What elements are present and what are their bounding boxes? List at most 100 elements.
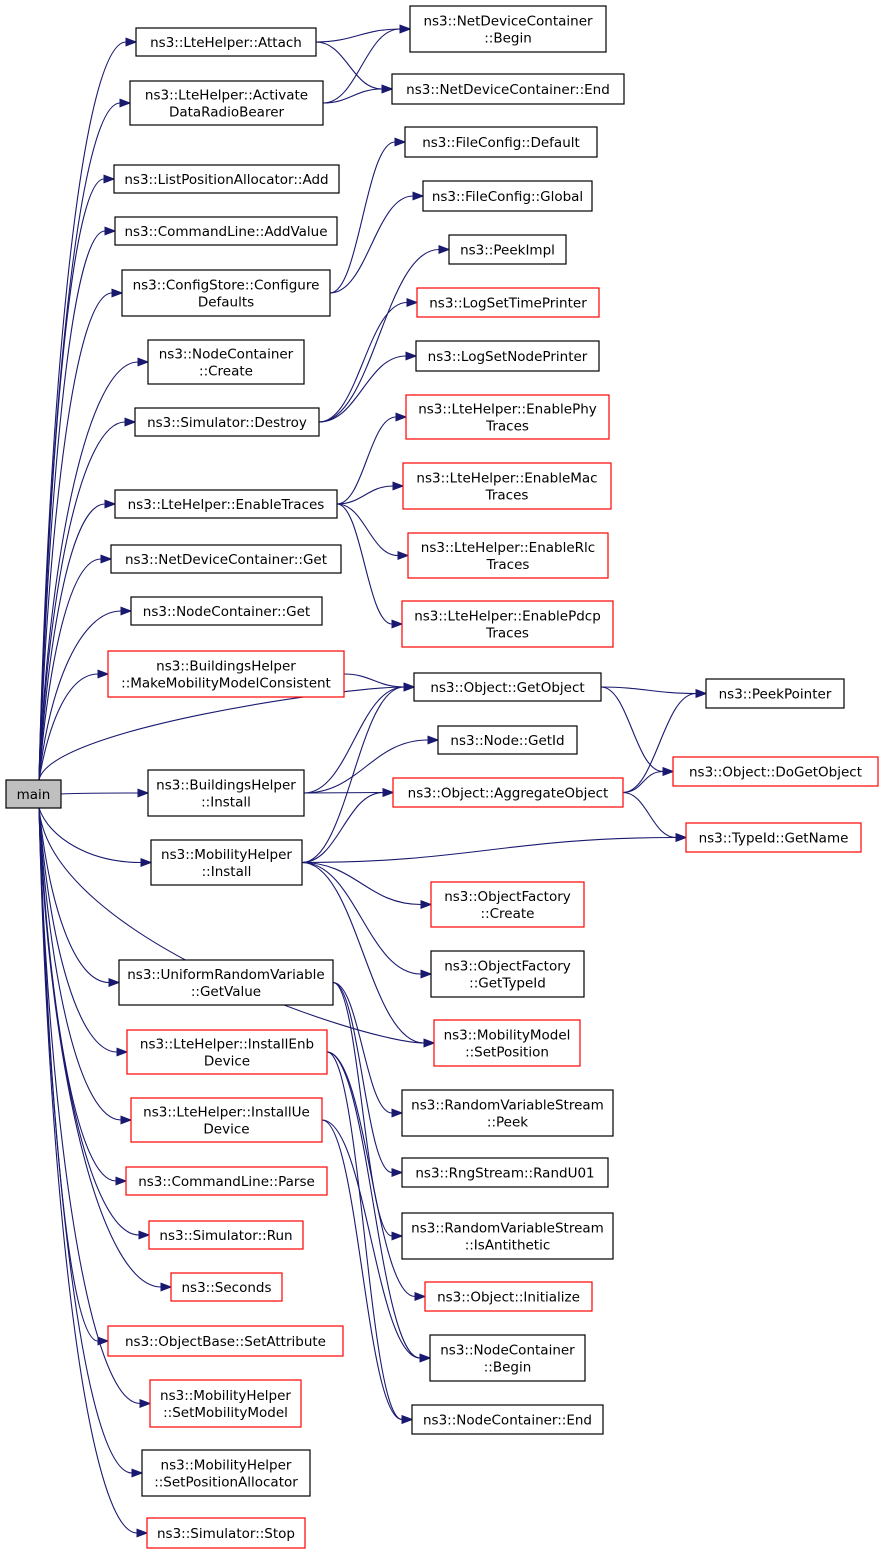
node-run[interactable]: ns3::Simulator::Run [148,1220,304,1250]
edge-binstall-to-nodegetid [303,735,440,794]
node-logtime[interactable]: ns3::LogSetTimePrinter [416,287,600,318]
node-label: ::SetPosition [465,1045,549,1061]
node-setattr[interactable]: ns3::ObjectBase::SetAttribute [107,1325,344,1357]
node-box [433,1019,581,1067]
edge-minstall-to-getobject [301,682,416,864]
node-box [401,1089,614,1137]
edge-instue-to-ncbegin [321,1119,432,1363]
node-nodegetid[interactable]: ns3::Node::GetId [437,725,578,755]
edge-instue-to-ncend [321,1119,414,1425]
node-box [147,339,305,385]
node-label: ns3::CommandLine::AddValue [124,224,327,240]
edge-main-to-seconds [38,807,173,1292]
node-box [402,462,612,510]
node-randu01[interactable]: ns3::RngStream::RandU01 [401,1157,609,1188]
node-label: ns3::PeekPointer [719,687,832,703]
edge-minstall-to-ofgettype [301,861,433,979]
node-label: ns3::LteHelper::Attach [150,35,302,51]
node-makemob[interactable]: ns3::BuildingsHelper::MakeMobilityModelC… [107,650,345,698]
node-box [401,1212,614,1260]
edge-minstall-to-aggregate [301,787,395,864]
node-minstall[interactable]: ns3::MobilityHelper::Install [150,839,303,886]
node-ndget[interactable]: ns3::NetDeviceContainer::Get [110,544,342,574]
node-box [407,532,609,579]
node-aggregate[interactable]: ns3::Object::AggregateObject [392,777,624,808]
node-box [437,725,578,755]
node-label: ::MakeMobilityModelConsistent [121,676,331,692]
node-getname[interactable]: ns3::TypeId::GetName [685,822,862,853]
edge-destroy-to-lognode [318,351,418,423]
node-stop[interactable]: ns3::Simulator::Stop [146,1517,306,1549]
edge-getobject-to-peekptr [600,686,708,699]
node-setmob[interactable]: ns3::MobilityHelper::SetMobilityModel [149,1379,302,1428]
node-setpos[interactable]: ns3::MobilityHelper::SetPositionAllocato… [141,1449,311,1497]
node-rvspeek[interactable]: ns3::RandomVariableStream::Peek [401,1089,614,1137]
node-rvsanti[interactable]: ns3::RandomVariableStream::IsAntithetic [401,1212,614,1260]
edge-urvget-to-rvspeek [332,981,404,1118]
node-label: ns3::Object::Initialize [437,1290,580,1306]
node-destroy[interactable]: ns3::Simulator::Destroy [134,407,320,437]
node-getobject[interactable]: ns3::Object::GetObject [413,672,602,702]
node-parse[interactable]: ns3::CommandLine::Parse [125,1166,328,1196]
node-label: Traces [485,488,529,504]
node-binstall[interactable]: ns3::BuildingsHelper::Install [147,769,305,817]
node-box [430,881,585,928]
node-main[interactable]: main [5,779,62,809]
node-enabletraces[interactable]: ns3::LteHelper::EnableTraces [114,489,338,519]
node-seconds[interactable]: ns3::Seconds [170,1272,283,1302]
node-box [415,340,600,372]
edge-main-to-binstall [60,788,150,798]
node-box [126,1029,328,1075]
node-fcdefault[interactable]: ns3::FileConfig::Default [404,126,598,158]
node-box [114,216,338,246]
node-mmsetpos[interactable]: ns3::MobilityModel::SetPosition [433,1019,581,1067]
node-ncbegin[interactable]: ns3::NodeContainer::Begin [429,1334,586,1382]
node-label: ::Create [481,906,535,922]
edge-attach-to-ndbegin [315,24,412,43]
node-peekptr[interactable]: ns3::PeekPointer [705,678,845,709]
node-addvalue[interactable]: ns3::CommandLine::AddValue [114,216,338,246]
node-box [135,27,317,57]
edge-main-to-enabletraces [38,499,117,781]
node-label: ns3::NodeContainer::Get [143,604,310,620]
node-initialize[interactable]: ns3::Object::Initialize [424,1281,593,1312]
node-ofcreate[interactable]: ns3::ObjectFactory::Create [430,881,585,928]
node-ofgettype[interactable]: ns3::ObjectFactory::GetTypeId [430,950,585,998]
node-label: ns3::LogSetNodePrinter [428,349,588,365]
edge-minstall-to-mmsetpos [301,861,436,1048]
node-urvget[interactable]: ns3::UniformRandomVariable::GetValue [118,959,334,1006]
node-fcglobal[interactable]: ns3::FileConfig::Global [422,180,593,212]
node-attach[interactable]: ns3::LteHelper::Attach [135,27,317,57]
node-box [430,950,585,998]
node-box [448,234,567,265]
node-box [391,73,625,105]
node-label: ns3::LteHelper::EnableTraces [128,497,325,513]
node-ndend[interactable]: ns3::NetDeviceContainer::End [391,73,625,105]
node-label: ns3::ObjectFactory [444,959,571,975]
node-label: ns3::Simulator::Destroy [147,415,307,431]
node-ncend[interactable]: ns3::NodeContainer::End [411,1404,604,1435]
node-ndbegin[interactable]: ns3::NetDeviceContainer::Begin [409,5,607,53]
node-label: ::SetMobilityModel [163,1405,288,1421]
node-peekimpl[interactable]: ns3::PeekImpl [448,234,567,265]
node-box [672,756,879,787]
node-lognode[interactable]: ns3::LogSetNodePrinter [415,340,600,372]
node-listadd[interactable]: ns3::ListPositionAllocator::Add [113,164,340,194]
edges-layer [38,24,708,1538]
node-box [411,1404,604,1435]
node-ncget[interactable]: ns3::NodeContainer::Get [130,596,323,626]
node-label: ns3::NodeContainer [159,347,294,363]
node-label: ::SetPositionAllocator [154,1475,298,1491]
node-dogetobj[interactable]: ns3::Object::DoGetObject [672,756,879,787]
edge-main-to-getobject [38,682,416,781]
node-ncreate[interactable]: ns3::NodeContainer::Create [147,339,305,385]
node-box [409,5,607,53]
